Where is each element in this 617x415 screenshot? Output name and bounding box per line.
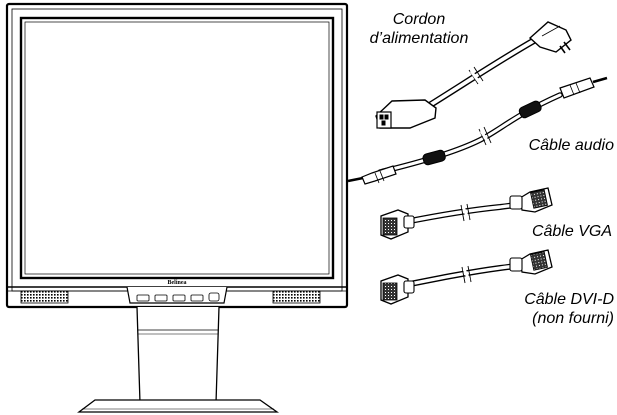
monitor-stand [77,306,280,413]
monitor-bezel [5,2,349,309]
audio-cable-label-text: Câble audio [528,137,614,154]
audio-cable [347,76,608,185]
brand-logo: Belinea [168,280,187,286]
vga-cable [380,187,553,240]
power-cord-label: Cordon d’alimentation [359,10,479,48]
monitor [5,2,349,309]
dvi-cable-label: Câble DVI-D (non fourni) [490,290,614,328]
audio-cable-label: Câble audio [506,136,614,155]
monitor-base [77,399,280,413]
vga-cable-label-text: Câble VGA [531,223,612,240]
dvi-cable [380,249,553,305]
speaker-grille-right [272,290,321,304]
power-cord-label-line-1: Cordon [392,11,446,28]
dvi-cable-label-line-1: Câble DVI-D [524,291,614,308]
power-cord-label-line-2: d’alimentation [369,30,469,47]
dvi-cable-label-line-2: (non fourni) [532,310,614,327]
speaker-grille-left [20,290,69,304]
power-cord [375,21,572,129]
vga-cable-label: Câble VGA [506,222,612,241]
monitor-screen [19,16,335,280]
